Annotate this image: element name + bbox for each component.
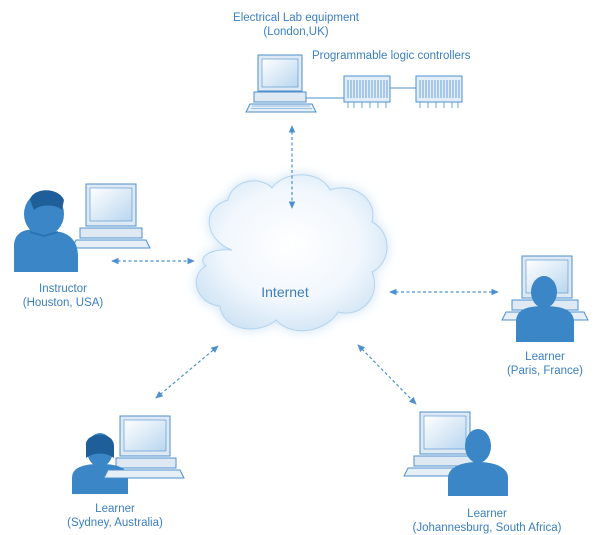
johannesburg-location: (Johannesburg, South Africa) (412, 522, 562, 534)
instructor-node (14, 183, 151, 272)
johannesburg-role: Learner (467, 508, 507, 520)
paris-role: Learner (525, 351, 565, 363)
instructor-label: Instructor (Houston, USA) (8, 282, 118, 310)
lab-computer (245, 54, 317, 113)
johannesburg-person-icon (448, 429, 508, 496)
lab-equipment (245, 54, 463, 113)
sydney-computer (115, 415, 177, 469)
paris-label: Learner (Paris, France) (490, 350, 597, 378)
sydney-role: Learner (95, 503, 135, 515)
connector-sydney (155, 345, 219, 399)
plc-unit-2 (415, 75, 463, 108)
johannesburg-label: Learner (Johannesburg, South Africa) (392, 507, 582, 535)
instructor-computer (71, 183, 151, 249)
learner-johannesburg-node (403, 411, 508, 496)
lab-title: Electrical Lab equipment (233, 12, 359, 24)
learner-paris-node (501, 255, 589, 342)
paris-person-icon (516, 276, 574, 342)
plc-unit-1 (343, 75, 391, 108)
plc-label: Programmable logic controllers (312, 50, 471, 62)
internet-label: Internet (261, 284, 309, 300)
instructor-person-icon (14, 190, 78, 272)
lab-location: (London,UK) (263, 26, 329, 38)
instructor-location: (Houston, USA) (22, 297, 104, 309)
instructor-role: Instructor (39, 283, 87, 295)
connector-johannesburg (357, 344, 417, 405)
internet-cloud (195, 174, 388, 332)
lab-label: Electrical Lab equipment (London,UK) (196, 11, 396, 39)
connectors (111, 125, 499, 405)
learner-sydney-node (72, 415, 185, 494)
paris-location: (Paris, France) (506, 365, 584, 377)
johannesburg-computer (403, 411, 475, 477)
sydney-location: (Sydney, Australia) (67, 517, 163, 529)
sydney-label: Learner (Sydney, Australia) (50, 502, 180, 530)
sydney-keyboard (103, 469, 185, 479)
